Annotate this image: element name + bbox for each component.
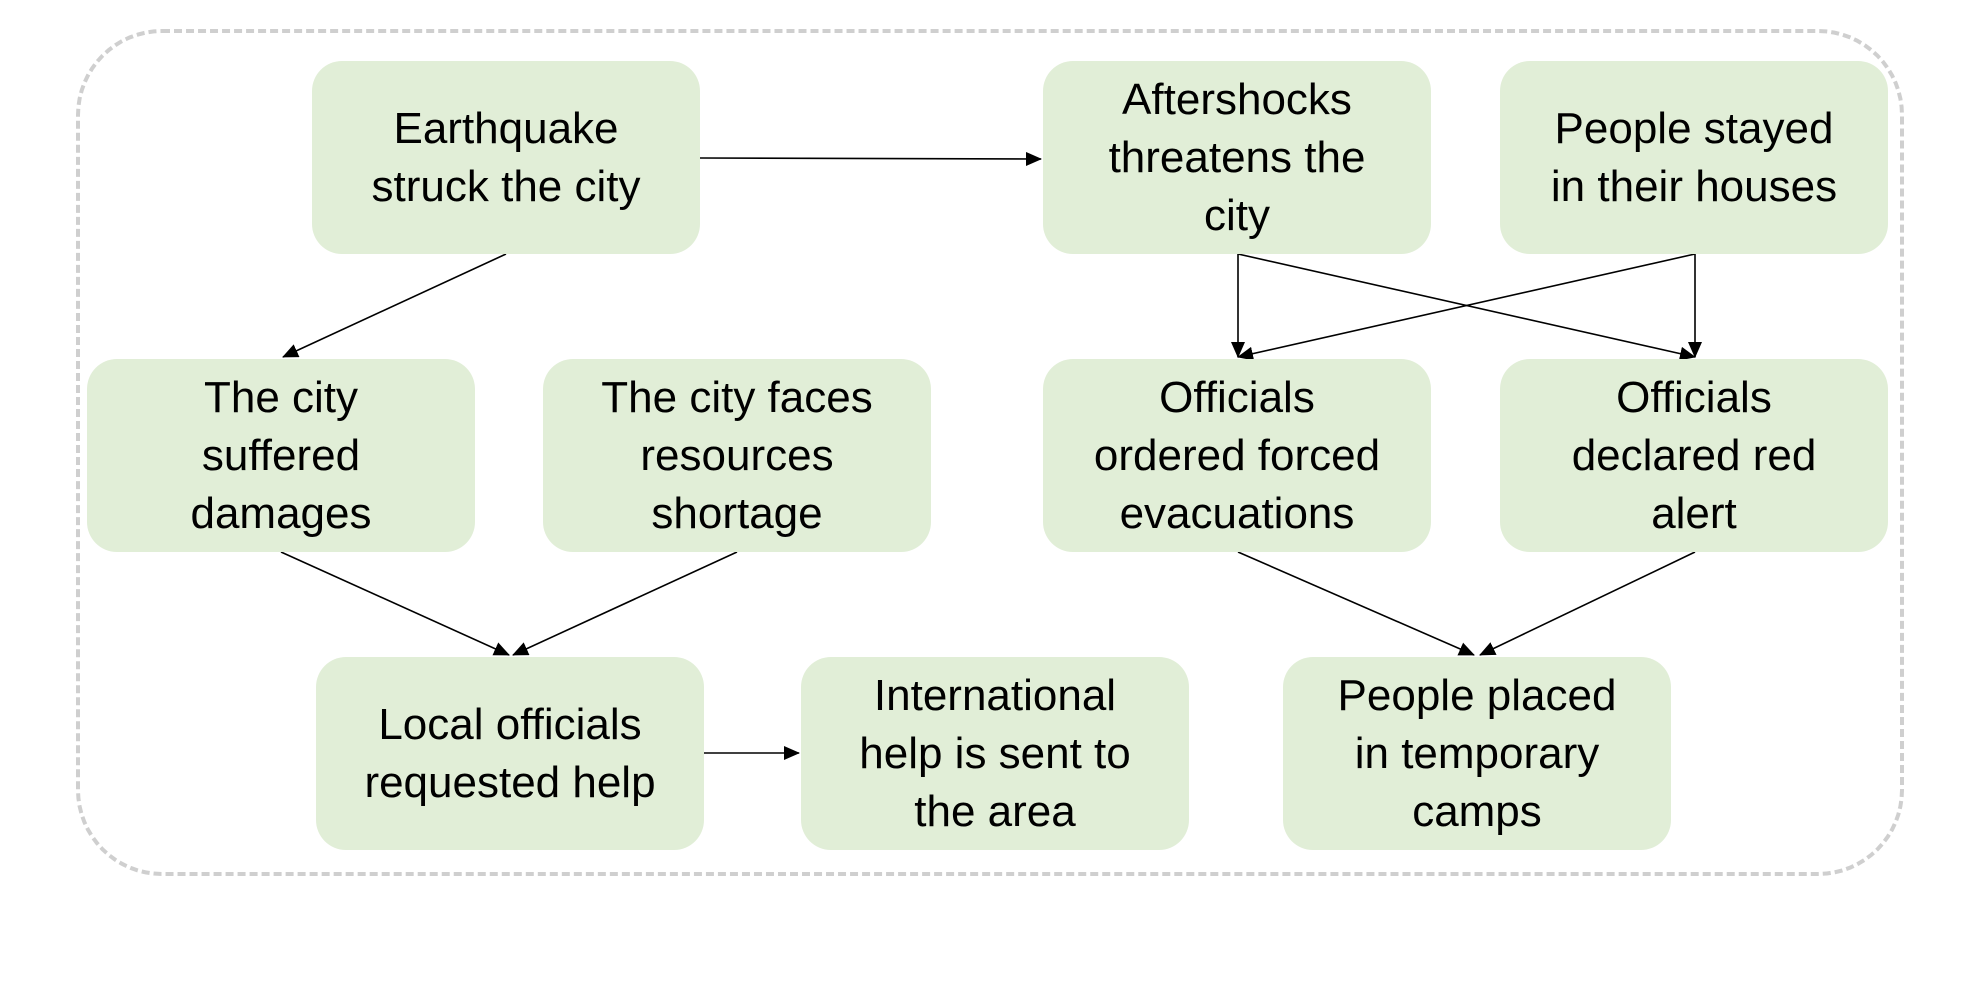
node-label: Aftershocks threatens the city (1108, 74, 1366, 240)
node-people-stayed: People stayed in their houses (1500, 61, 1888, 254)
node-aftershocks: Aftershocks threatens the city (1043, 61, 1431, 254)
node-label: People stayed in their houses (1550, 103, 1838, 211)
diagram-frame (76, 29, 1904, 876)
node-temporary-camps: People placed in temporary camps (1283, 657, 1671, 850)
node-red-alert: Officials declared red alert (1500, 359, 1888, 552)
node-international-help: International help is sent to the area (801, 657, 1189, 850)
node-label: People placed in temporary camps (1337, 670, 1617, 836)
node-label: The city suffered damages (190, 372, 372, 538)
node-label: Earthquake struck the city (371, 103, 641, 211)
node-label: International help is sent to the area (859, 670, 1131, 836)
node-requested-help: Local officials requested help (316, 657, 704, 850)
node-label: Officials declared red alert (1571, 372, 1817, 538)
node-resources-shortage: The city faces resources shortage (543, 359, 931, 552)
node-label: Local officials requested help (364, 699, 656, 807)
node-city-damages: The city suffered damages (87, 359, 475, 552)
node-label: Officials ordered forced evacuations (1093, 372, 1381, 538)
node-label: The city faces resources shortage (601, 372, 873, 538)
node-forced-evacuations: Officials ordered forced evacuations (1043, 359, 1431, 552)
node-earthquake-struck: Earthquake struck the city (312, 61, 700, 254)
